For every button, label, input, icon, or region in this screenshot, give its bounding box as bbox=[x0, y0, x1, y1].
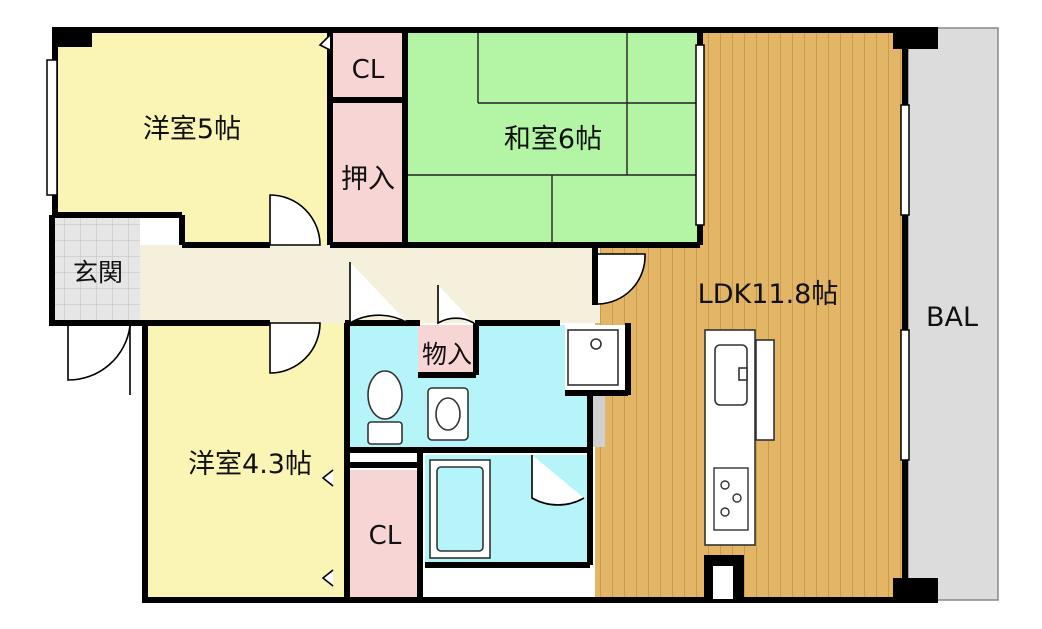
room-label-japanese-6: 和室6帖 bbox=[504, 124, 602, 155]
room-label-entrance: 玄関 bbox=[73, 258, 123, 287]
washbasin-icon bbox=[427, 387, 469, 441]
room-label-western-5: 洋室5帖 bbox=[143, 114, 241, 145]
room-label-storage: 物入 bbox=[422, 340, 472, 369]
storage-floor bbox=[418, 325, 476, 375]
walls bbox=[49, 27, 910, 603]
western-5-floor bbox=[55, 30, 330, 245]
window-icon bbox=[46, 44, 910, 461]
room-label-oshiire: 押入 bbox=[341, 164, 395, 195]
western-4-3-floor bbox=[145, 323, 345, 600]
sink-icon bbox=[714, 344, 748, 406]
oshiire-floor bbox=[333, 103, 403, 245]
bathtub-icon bbox=[429, 459, 491, 559]
room-label-ldk: LDK11.8帖 bbox=[698, 279, 839, 310]
door-swing-icon bbox=[67, 34, 646, 587]
tatami-lines bbox=[405, 33, 700, 245]
closet-top-floor bbox=[333, 33, 403, 97]
room-label-closet-bottom: CL bbox=[369, 521, 402, 551]
room-label-balcony: BAL bbox=[926, 302, 978, 333]
room-label-western-4-3: 洋室4.3帖 bbox=[188, 449, 312, 480]
washer-icon bbox=[567, 329, 619, 386]
room-label-closet-top: CL bbox=[352, 55, 385, 85]
stove-icon bbox=[713, 467, 749, 531]
ldk-floor bbox=[595, 30, 908, 600]
balcony-area bbox=[907, 27, 999, 601]
pillars bbox=[52, 27, 938, 603]
toilet-icon bbox=[367, 370, 403, 445]
closet-bottom-floor bbox=[348, 470, 420, 598]
entrance-floor bbox=[55, 218, 140, 323]
